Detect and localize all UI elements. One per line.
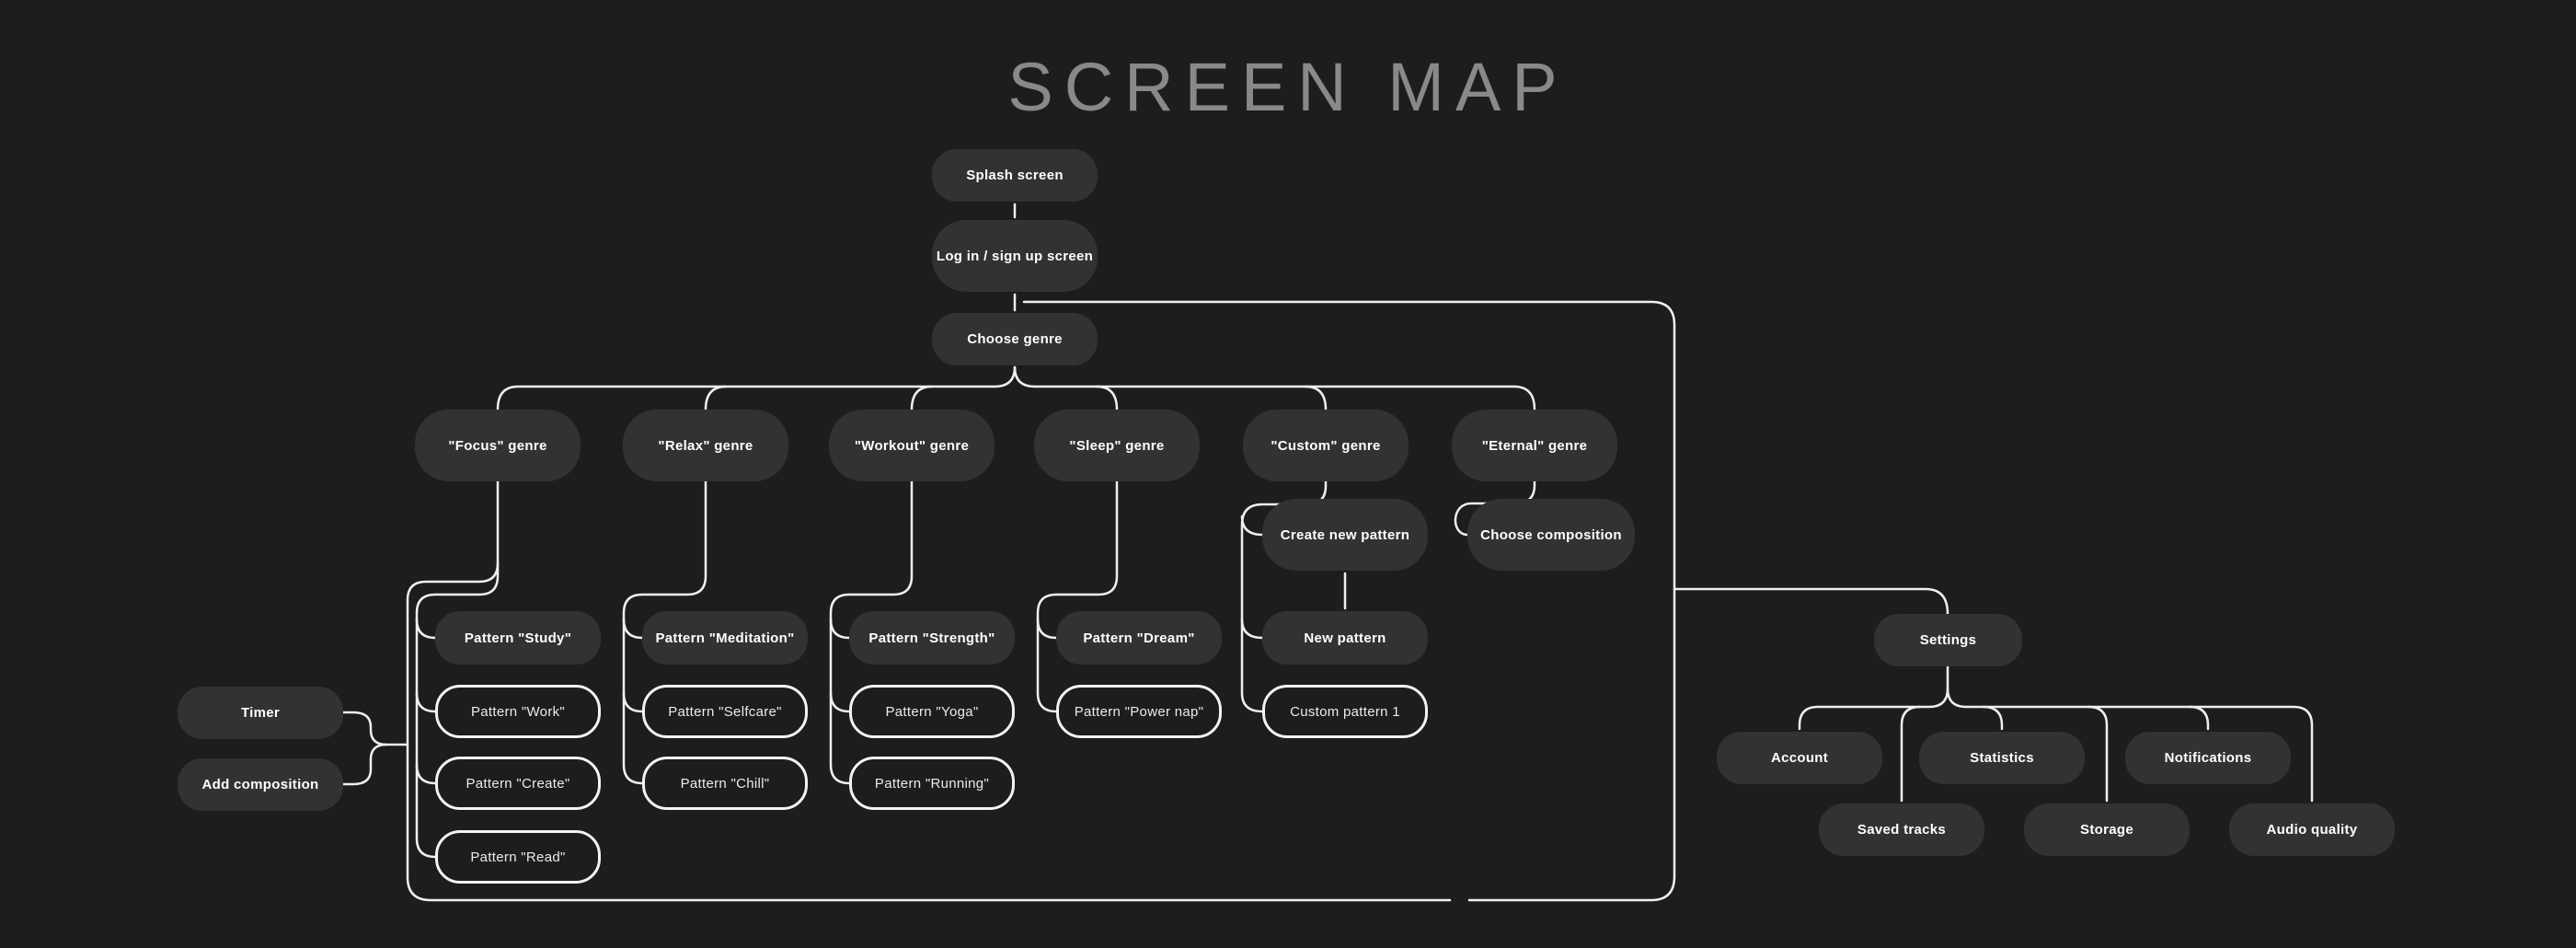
connector-settings-branch (1673, 587, 1949, 616)
node-storage: Storage (2024, 803, 2190, 856)
node-splash-screen: Splash screen (932, 149, 1098, 202)
node-saved-tracks: Saved tracks (1819, 803, 1984, 856)
node-genre-eternal: "Eternal" genre (1452, 410, 1617, 481)
node-choose-composition: Choose composition (1467, 499, 1635, 571)
node-pattern-selfcare: Pattern "Selfcare" (642, 685, 808, 738)
node-notifications: Notifications (2125, 732, 2291, 784)
node-statistics: Statistics (1919, 732, 2085, 784)
node-custom-pattern-1: Custom pattern 1 (1262, 685, 1428, 738)
connector-focus-elbow-create (415, 763, 437, 785)
connector-drop-custom (1304, 385, 1328, 411)
node-genre-workout: "Workout" genre (829, 410, 995, 481)
node-pattern-chill: Pattern "Chill" (642, 757, 808, 810)
connector-drop-sleep (1095, 385, 1119, 411)
connector-workout-elbow-yoga (829, 691, 851, 713)
node-pattern-strength: Pattern "Strength" (849, 611, 1015, 665)
connector-drop-saved-tracks (1900, 705, 1922, 803)
connector-sleep-spine (1036, 480, 1119, 713)
node-choose-genre: Choose genre (932, 313, 1098, 365)
connector-custom-elbow-new-pattern (1240, 618, 1264, 640)
node-genre-focus: "Focus" genre (415, 410, 581, 481)
connector-drop-statistics (1982, 705, 2004, 731)
connector-sleep-elbow-dream (1036, 618, 1058, 640)
node-pattern-study: Pattern "Study" (435, 611, 601, 665)
connector-main-loop-left (406, 561, 1452, 902)
connector-settings-fan-left (1798, 665, 1949, 731)
connector-drop-notifications (2188, 705, 2210, 731)
connector-add-composition-bracket (341, 743, 388, 786)
connector-drop-relax (704, 385, 728, 411)
node-new-pattern: New pattern (1262, 611, 1428, 665)
node-pattern-yoga: Pattern "Yoga" (849, 685, 1015, 738)
node-genre-custom: "Custom" genre (1243, 410, 1409, 481)
node-timer: Timer (178, 687, 343, 739)
connector-genre-fan-right (1013, 365, 1536, 411)
connector-workout-spine (829, 480, 914, 785)
node-pattern-meditation: Pattern "Meditation" (642, 611, 808, 665)
connector-timer-bracket (341, 711, 409, 746)
connector-workout-elbow-strength (829, 618, 851, 640)
connector-focus-elbow-work (415, 691, 437, 713)
connector-drop-workout (910, 385, 934, 411)
node-genre-relax: "Relax" genre (623, 410, 788, 481)
connector-custom-elbow-create-new (1240, 514, 1264, 537)
connector-custom-spine (1240, 480, 1328, 713)
connector-main-loop-right (1022, 300, 1676, 902)
node-pattern-dream: Pattern "Dream" (1056, 611, 1222, 665)
connector-relax-spine (622, 480, 707, 785)
node-audio-quality: Audio quality (2229, 803, 2395, 856)
node-pattern-read: Pattern "Read" (435, 830, 601, 884)
connector-genre-fan-left (496, 365, 1017, 411)
node-pattern-powernap: Pattern "Power nap" (1056, 685, 1222, 738)
node-create-new-pattern: Create new pattern (1262, 499, 1428, 571)
page-title: SCREEN MAP (1007, 49, 1569, 125)
node-pattern-running: Pattern "Running" (849, 757, 1015, 810)
connector-focus-elbow-study (415, 618, 437, 640)
connector-settings-fan-right (1946, 687, 2314, 803)
node-pattern-create: Pattern "Create" (435, 757, 601, 810)
connector-relax-elbow-selfcare (622, 691, 644, 713)
node-settings: Settings (1874, 614, 2022, 666)
node-add-composition: Add composition (178, 758, 343, 811)
node-login-signup-screen: Log in / sign up screen (932, 220, 1098, 292)
node-pattern-work: Pattern "Work" (435, 685, 601, 738)
node-genre-sleep: "Sleep" genre (1034, 410, 1200, 481)
connector-drop-storage (2087, 705, 2109, 803)
connector-relax-elbow-meditation (622, 618, 644, 640)
connector-focus-spine (415, 480, 500, 859)
node-account: Account (1717, 732, 1882, 784)
